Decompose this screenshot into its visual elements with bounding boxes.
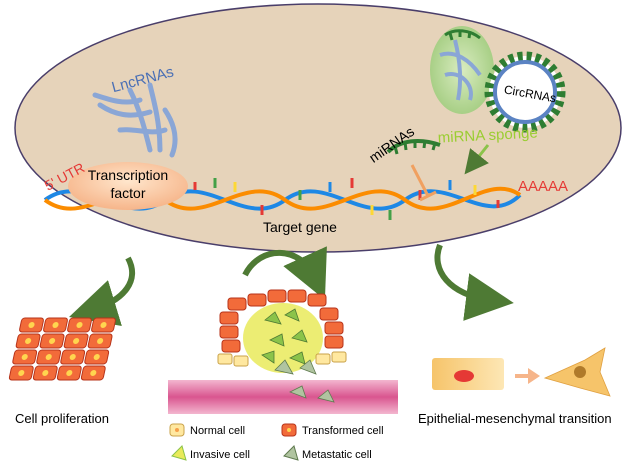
arrow-to-emt: [434, 243, 514, 321]
legend-transformed-label: Transformed cell: [302, 425, 384, 437]
arrow-to-invasion: [242, 246, 327, 300]
mesenchymal-cell: [543, 347, 611, 397]
tumor-cluster: [217, 289, 347, 373]
sponge-arrow: [464, 144, 490, 175]
transcription-factor: [68, 162, 188, 210]
legend-metastatic: Metastatic cell: [283, 445, 372, 461]
mirna-icon: [386, 138, 441, 155]
legend-metastatic-label: Metastatic cell: [302, 449, 372, 461]
tf-label-line1: Transcription: [88, 167, 168, 183]
tf-label-line2: factor: [110, 185, 145, 201]
legend-normal-label: Normal cell: [190, 425, 245, 437]
emt-arrow: [515, 368, 540, 384]
legend-transformed: Transformed cell: [281, 423, 384, 437]
arrow-to-proliferation: [69, 256, 136, 326]
sponge-rna-icon: [439, 39, 482, 101]
cell-proliferation-label: Cell proliferation: [15, 411, 109, 426]
legend-invasive: Invasive cell: [171, 445, 250, 461]
epithelial-cell: [432, 358, 504, 390]
lncrna-icon: [92, 82, 178, 158]
legend-normal: Normal cell: [169, 423, 245, 437]
sponge-mirna-icon: [444, 29, 481, 41]
emt-label: Epithelial-mesenchymal transition: [418, 411, 612, 426]
target-gene-label: Target gene: [263, 219, 337, 235]
blood-vessel: [168, 380, 398, 414]
sponge-glow: [430, 26, 494, 114]
inhibit-icon: [410, 164, 437, 202]
circrna-icon: [484, 51, 566, 133]
legend-invasive-label: Invasive cell: [190, 449, 250, 461]
metastatic-cells: [274, 359, 335, 403]
proliferation-cells: [8, 317, 116, 381]
mirna-sponge-label: miRNA sponge: [437, 124, 538, 146]
polya-label: AAAAA: [518, 178, 568, 195]
